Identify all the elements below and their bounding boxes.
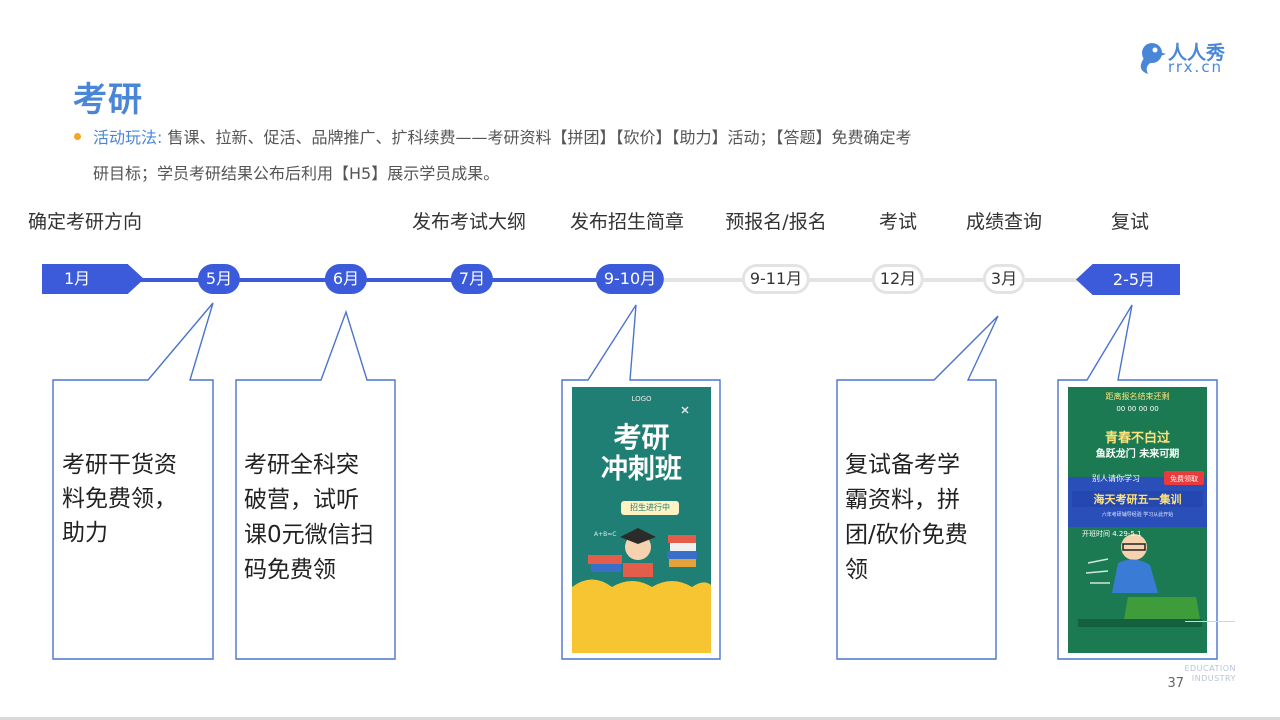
- poster2-invite: 别人请你学习: [1092, 474, 1140, 483]
- poster1-student-book: [623, 563, 653, 577]
- bird-icon: [1140, 43, 1166, 74]
- bullet-dot: [74, 133, 81, 140]
- timeline-node-march: 3月: [982, 264, 1026, 294]
- logo-brand-text: 人人秀: [1168, 42, 1226, 64]
- footer-label-line-1: EDUCATION: [1184, 664, 1236, 673]
- activity-description: 活动玩法: 售课、拉新、促活、品牌推广、扩科续费——考研资料【拼团】【砍价】【助…: [93, 120, 1093, 192]
- callout-text-march: 复试备考学 霸资料，拼 团/砍价免费 领: [845, 448, 985, 588]
- poster2-student-head: [1121, 534, 1147, 560]
- poster1-grad-cap: [620, 528, 656, 544]
- poster2-badge-bg: [1164, 471, 1204, 485]
- brand-logo: 人人秀 rrx.cn: [1134, 38, 1234, 78]
- callout-text-june: 考研全科突 破营，试听 课0元微信扫 码免费领: [244, 448, 384, 588]
- poster1-book-stack-right: [670, 543, 696, 551]
- page-number: 37: [1167, 676, 1184, 691]
- stage-label-score-query: 成绩查询: [965, 211, 1043, 233]
- poster-retest-training[interactable]: 距离报名结束还剩 00 00 00 00 青春不白过 鱼跃龙门 未来可期 别人请…: [1068, 387, 1207, 653]
- poster2-slogan-2: 鱼跃龙门 未来可期: [1095, 449, 1180, 460]
- callout-bubble-march: [836, 315, 999, 660]
- logo-domain-text: rrx.cn: [1168, 58, 1224, 76]
- poster2-badge: 免费领取: [1170, 475, 1198, 483]
- callout-may-line-2: 料免费领，: [62, 486, 177, 512]
- callout-march-line-2: 霸资料，拼: [845, 487, 960, 513]
- stage-label-syllabus: 发布考试大纲: [411, 211, 527, 233]
- footer-label: EDUCATION INDUSTRY: [1184, 664, 1236, 684]
- timeline-node-may: 5月: [197, 264, 241, 294]
- timeline-node-dec: 12月: [871, 264, 925, 294]
- poster1-book-stack-right: [668, 535, 696, 543]
- poster2-slogan-1: 青春不白过: [1104, 431, 1170, 446]
- callout-june-line-4: 码免费领: [244, 557, 336, 583]
- callout-bubble-june: [235, 309, 396, 660]
- poster1-book-stack-right: [667, 551, 697, 559]
- poster2-table-shadow: [1078, 619, 1202, 627]
- poster2-countdown: 00 00 00 00: [1116, 405, 1159, 413]
- stage-label-registration: 预报名/报名: [725, 211, 827, 233]
- timeline-line-upcoming: [630, 278, 1100, 282]
- poster1-title-line-1: 考研: [613, 421, 670, 454]
- poster2-date: 开班时间 4.29-5.1: [1082, 530, 1142, 538]
- poster1-formula: A+B=C: [594, 531, 617, 538]
- stage-label-admission-brochure: 发布招生简章: [569, 211, 685, 233]
- stage-label-exam: 考试: [878, 211, 918, 233]
- poster-sprint-class[interactable]: LOGO 考研 冲刺班 招生进行中 A+B=C: [572, 387, 711, 653]
- timeline-node-july: 7月: [450, 264, 494, 294]
- footer-label-line-2: INDUSTRY: [1191, 674, 1236, 683]
- callout-june-line-3: 课0元微信扫: [244, 522, 374, 548]
- callout-march-line-3: 团/砍价免费: [845, 522, 968, 548]
- timeline-node-sep-oct: 9-10月: [595, 264, 665, 294]
- callout-june-line-1: 考研全科突: [244, 452, 359, 478]
- bottom-border: [0, 717, 1280, 720]
- poster2-glasses: [1122, 543, 1146, 551]
- poster2-subtitle: 六年考研辅导经验 学习从此开始: [1101, 512, 1174, 518]
- stage-label-retest: 复试: [1110, 211, 1150, 233]
- poster1-title-line-2: 冲刺班: [601, 454, 682, 485]
- timeline-node-sep-nov: 9-11月: [741, 264, 811, 294]
- description-highlight: 活动玩法:: [93, 128, 163, 147]
- poster2-desk: [1124, 597, 1200, 619]
- footer-divider: [1185, 621, 1235, 622]
- timeline-start-arrow: 1月: [42, 264, 144, 294]
- callout-march-line-1: 复试备考学: [845, 452, 960, 478]
- page-title: 考研: [73, 80, 143, 120]
- timeline-node-june: 6月: [324, 264, 368, 294]
- description-line-2: 研目标；学员考研结果公布后利用【H5】展示学员成果。: [93, 164, 500, 183]
- timeline-end-arrow: 2-5月: [1076, 264, 1180, 295]
- poster1-book-stack-left: [591, 564, 621, 572]
- poster2-title: 海天考研五一集训: [1093, 493, 1182, 506]
- poster1-book-stack-right: [669, 559, 696, 567]
- stage-label-direction: 确定考研方向: [28, 211, 143, 233]
- poster2-student-body: [1112, 559, 1158, 593]
- callout-bubble-may: [52, 302, 214, 660]
- callout-june-line-2: 破营，试听: [244, 487, 359, 513]
- poster1-tag: 招生进行中: [621, 501, 679, 515]
- callout-may-line-1: 考研干货资: [62, 452, 177, 478]
- poster1-logo-text: LOGO: [631, 395, 652, 403]
- callout-may-line-3: 助力: [62, 520, 108, 546]
- poster2-dash-lines: [1085, 558, 1110, 584]
- poster1-book-stack-left: [588, 555, 622, 564]
- callout-march-line-4: 领: [845, 557, 868, 583]
- description-line-1: 售课、拉新、促活、品牌推广、扩科续费——考研资料【拼团】【砍价】【助力】活动；【…: [162, 128, 912, 147]
- callout-text-may: 考研干货资 料免费领， 助力: [62, 448, 202, 550]
- poster2-top-text: 距离报名结束还剩: [1105, 392, 1170, 401]
